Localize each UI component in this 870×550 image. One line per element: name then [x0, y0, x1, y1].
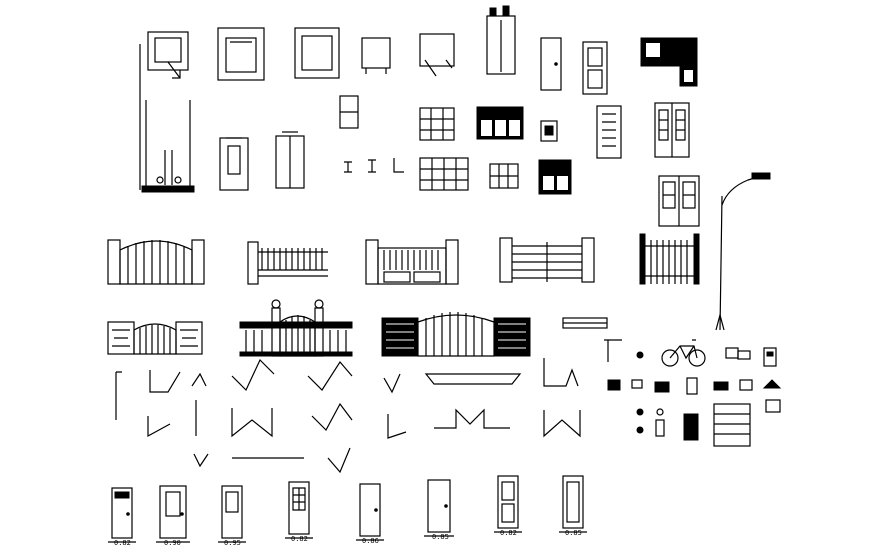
gate-ornamental-pillars [239, 299, 353, 357]
bicycle-icon [661, 339, 706, 367]
window-dark-pair [538, 159, 572, 195]
door-double-glazed [654, 102, 690, 158]
profile-symbols [344, 158, 404, 173]
gate-stone-walls [107, 321, 203, 355]
fence-picket [639, 233, 700, 285]
street-lamp [715, 172, 771, 331]
door-elevation-4 [288, 481, 310, 535]
gate-wide-louvered [381, 312, 531, 357]
gate-panel-2 [365, 239, 459, 285]
door-elevation-6 [427, 479, 451, 533]
lift-plan-3 [294, 27, 340, 79]
small-fitting-icons [607, 377, 782, 447]
door-width-label-3: 0.95 [224, 539, 241, 547]
window-grid-1 [419, 107, 455, 141]
door-width-label-2: 0.90 [164, 539, 181, 547]
lift-car-elevation [486, 5, 516, 75]
lift-door-elevation-1 [219, 137, 249, 191]
fence-railing [247, 241, 328, 285]
door-elevation-7 [497, 475, 519, 529]
handle-fitting [604, 339, 644, 362]
kitchen-counter-plan [640, 37, 698, 87]
door-width-label-4: 0.82 [291, 535, 308, 543]
lift-plan-4 [361, 37, 391, 74]
door-swing-plans [115, 358, 581, 474]
lift-plan-5 [419, 33, 455, 77]
door-elevation-1 [111, 487, 133, 539]
gate-small-rail [562, 317, 608, 329]
lift-door-elevation-2 [275, 131, 305, 189]
lift-shaft-section [139, 44, 195, 193]
door-elevation-louvered [596, 105, 622, 159]
gate-arched-1 [107, 239, 205, 285]
door-elevation-8 [562, 475, 584, 529]
window-small-square [540, 120, 558, 142]
window-small-pair [339, 95, 359, 129]
door-width-label-7: 0.82 [500, 529, 517, 537]
door-width-label-5: 0.86 [362, 537, 379, 545]
door-double-tall [658, 175, 700, 227]
door-width-label-6: 0.85 [432, 533, 449, 541]
lift-plan-1 [147, 31, 189, 79]
door-elevation-5 [359, 483, 381, 537]
window-grid-2 [419, 157, 469, 191]
door-width-label-8: 0.85 [565, 529, 582, 537]
door-elevation-2 [159, 485, 187, 539]
door-elevation-3 [221, 485, 243, 539]
door-dimension-lines [108, 531, 587, 543]
lift-plan-2 [217, 27, 265, 81]
window-triple [476, 106, 524, 140]
door-width-label-1: 0.82 [114, 539, 131, 547]
door-elevation-plain-small [540, 37, 562, 91]
window-grid-3 [489, 163, 519, 189]
gate-horizontal-bars [499, 237, 595, 283]
door-elevation-paneled-small [582, 41, 608, 95]
stacked-boxes-icon [725, 347, 777, 367]
